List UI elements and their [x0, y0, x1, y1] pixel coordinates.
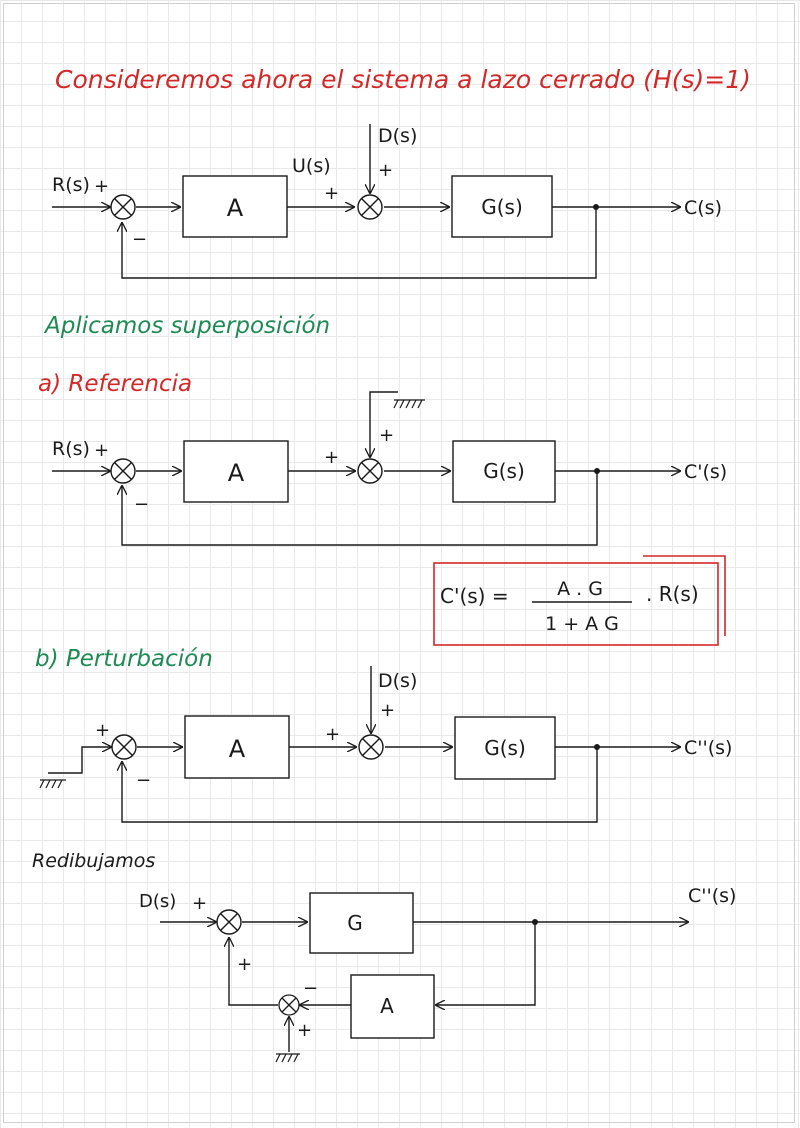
a-block-g-label: G(s) [483, 459, 525, 483]
takeoff-dot [593, 204, 599, 210]
redraw-block-g-label: G [347, 911, 363, 935]
b-minus-fb: − [136, 770, 151, 791]
b-plus-sum2-left: + [325, 724, 340, 745]
main-output-label: C(s) [684, 197, 722, 219]
takeoff-dot [594, 744, 600, 750]
section-b-heading: b) Perturbación [35, 646, 213, 672]
a-plus-in: + [94, 440, 109, 461]
result-denominator: 1 + A G [545, 613, 619, 635]
b-plus-in: + [95, 720, 110, 741]
ground-symbol-icon [393, 399, 425, 409]
main-plus-sum2-top: + [378, 160, 393, 181]
page-title: Consideremos ahora el sistema a lazo cer… [55, 65, 751, 94]
summing-junction-feedback [278, 994, 300, 1016]
b-block-a-label: A [229, 735, 246, 763]
main-disturbance-label: D(s) [378, 125, 417, 147]
a-output-label: C'(s) [684, 461, 727, 483]
redrawn-disturbance-diagram [160, 892, 688, 1052]
main-minus-fb: − [132, 229, 147, 250]
summing-junction-main [216, 909, 242, 935]
summing-junction-1 [110, 194, 136, 220]
b-plus-sum2-top: + [380, 700, 395, 721]
takeoff-dot [594, 468, 600, 474]
result-numerator: A . G [557, 578, 603, 600]
a-block-a-label: A [228, 459, 245, 487]
ground-symbol-icon [39, 779, 66, 789]
result-box [433, 555, 726, 646]
main-plus-in: + [94, 176, 109, 197]
b-block-g-label: G(s) [484, 736, 526, 760]
main-plus-sum2-left: + [324, 183, 339, 204]
main-closed-loop-diagram [52, 124, 680, 279]
summing-junction-2 [357, 458, 383, 484]
reference-diagram [52, 391, 680, 546]
b-output-label: C''(s) [684, 737, 732, 759]
redraw-output-label: C''(s) [688, 885, 736, 907]
redraw-plus-in: + [192, 893, 207, 914]
redraw-plus-fb: + [237, 954, 252, 975]
main-block-a-label: A [227, 194, 244, 222]
a-minus-fb: − [134, 494, 149, 515]
subtitle-superposition: Aplicamos superposición [43, 313, 330, 339]
ground-symbol-icon [275, 1053, 300, 1063]
redraw-heading: Redibujamos [32, 850, 155, 872]
a-plus-sum2-top: + [379, 425, 394, 446]
section-a-heading: a) Referencia [38, 371, 192, 397]
result-tail: . R(s) [646, 582, 699, 606]
summing-junction-1 [110, 458, 136, 484]
redraw-input-label: D(s) [139, 891, 176, 912]
takeoff-dot [532, 919, 538, 925]
result-lhs: C'(s) = [440, 584, 509, 608]
main-u-label: U(s) [292, 155, 331, 177]
main-input-label: R(s) [52, 174, 90, 196]
b-disturbance-label: D(s) [378, 670, 417, 692]
disturbance-diagram [48, 666, 680, 823]
summing-junction-1 [111, 734, 137, 760]
summing-junction-2 [357, 194, 383, 220]
a-plus-sum2-left: + [324, 447, 339, 468]
main-block-g-label: G(s) [481, 195, 523, 219]
summing-junction-2 [358, 734, 384, 760]
redraw-block-a-label: A [380, 994, 394, 1018]
redraw-minus-sum: − [303, 978, 318, 999]
redraw-plus-ground: + [297, 1020, 312, 1041]
a-input-label: R(s) [52, 438, 90, 460]
